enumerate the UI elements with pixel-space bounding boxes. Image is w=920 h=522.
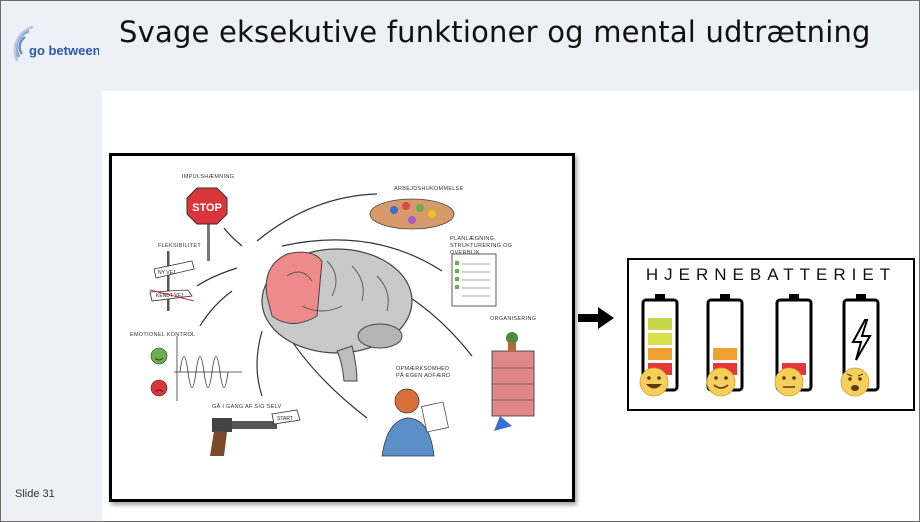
neutral-face-icon (774, 367, 804, 397)
go-between-logo: go between (9, 23, 101, 73)
brain-icon (261, 248, 413, 382)
dresser-icon (491, 332, 535, 431)
smile-face-icon (706, 367, 736, 397)
brain-battery-panel: HJERNEBATTERIET (627, 258, 915, 411)
palette-icon (369, 198, 455, 230)
signpost-icon (149, 251, 195, 311)
left-band (1, 1, 102, 521)
label-impulse-control: Impulshæmning (182, 174, 235, 180)
slide-title: Svage eksekutive funktioner og mental ud… (119, 15, 871, 49)
label-start-self: Gå i gang af sig selv (212, 404, 282, 410)
worried-face-icon (840, 367, 870, 397)
label-emotional-control: Emotionel kontrol (130, 332, 196, 338)
title-band (102, 1, 919, 91)
emotion-faces-icon (150, 336, 242, 401)
stop-sign-icon: STOP (186, 187, 228, 261)
label-working-memory: Arbejdshukommelse (394, 186, 464, 192)
label-organizing: Organisering (490, 316, 537, 322)
battery-title: HJERNEBATTERIET (645, 265, 897, 284)
person-reading-icon (381, 388, 449, 457)
svg-text:START: START (277, 416, 293, 422)
checklist-icon (451, 253, 497, 307)
starting-pistol-icon (210, 409, 301, 456)
grin-face-icon (639, 367, 669, 397)
slide-number: Slide 31 (15, 488, 55, 500)
svg-text:KENDT VEJ: KENDT VEJ (156, 293, 184, 299)
right-arrow-icon (578, 305, 616, 336)
svg-text:NY VEJ: NY VEJ (158, 270, 176, 276)
svg-text:STOP: STOP (192, 202, 222, 214)
label-self-attention: Opmærksomhed på egen adfærd (396, 366, 451, 379)
label-flexibility: Fleksibilitet (158, 243, 202, 249)
svg-text:go between: go between (29, 43, 99, 58)
label-planning: Planlægning, strukturering og overblik (450, 236, 513, 256)
executive-functions-illustration: STOP NY VEJ KENDT VEJ (109, 153, 575, 502)
